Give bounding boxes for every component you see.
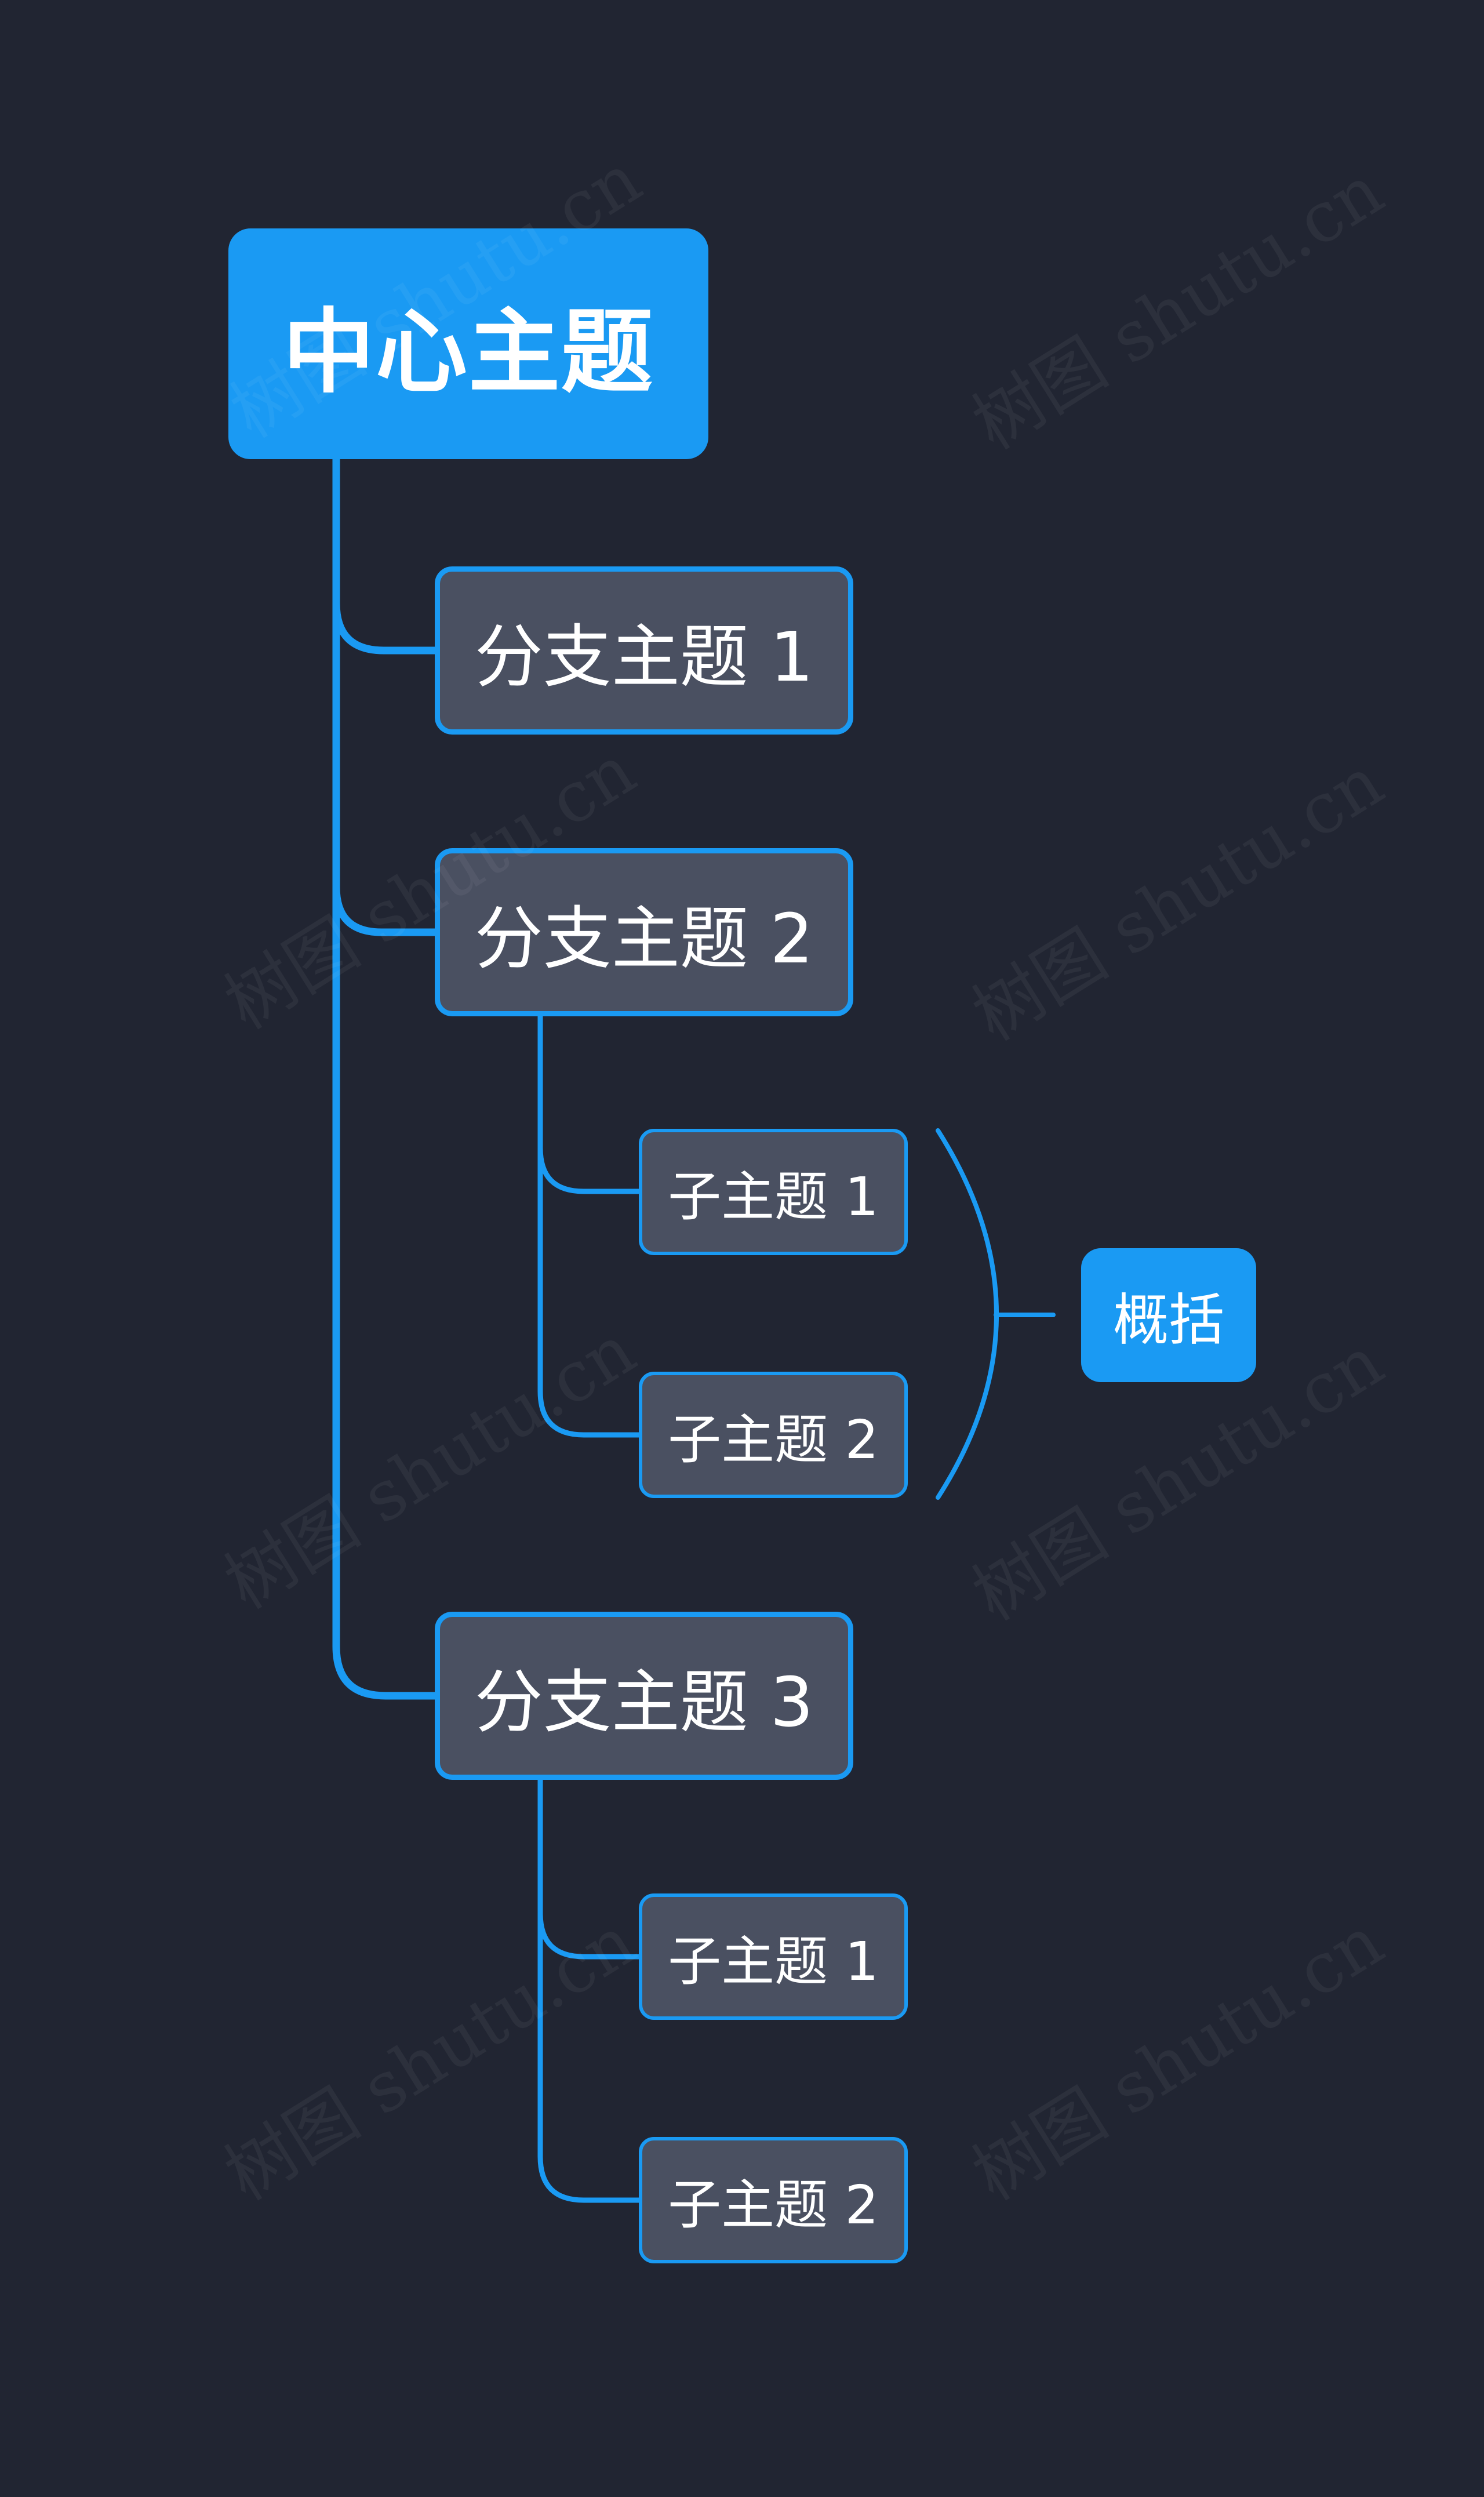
branch-topic-label: 分支主题 2 bbox=[474, 898, 814, 979]
summary-topic-label: 概括 bbox=[1113, 1288, 1224, 1353]
connector-root-branch-3 bbox=[332, 883, 439, 1700]
branch-3-subtopic-2[interactable]: 子主题 2 bbox=[639, 2137, 908, 2263]
branch-2-subtopic-2[interactable]: 子主题 2 bbox=[639, 1372, 908, 1498]
branch-3-subtopic-1[interactable]: 子主题 1 bbox=[639, 1893, 908, 2020]
subtopic-label: 子主题 1 bbox=[668, 1930, 879, 1993]
branch-topic-label: 分支主题 1 bbox=[474, 616, 814, 697]
connector-root-branch-1 bbox=[332, 455, 439, 655]
branch-topic-3[interactable]: 分支主题 3 bbox=[435, 1612, 853, 1780]
connector-branch-2-sub-1 bbox=[537, 1013, 642, 1194]
subtopic-label: 子主题 2 bbox=[668, 2173, 879, 2236]
summary-topic[interactable]: 概括 bbox=[1081, 1248, 1256, 1382]
branch-topic-label: 分支主题 3 bbox=[474, 1662, 814, 1742]
subtopic-label: 子主题 2 bbox=[668, 1408, 879, 1471]
branch-2-subtopic-1[interactable]: 子主题 1 bbox=[639, 1129, 908, 1255]
subtopic-label: 子主题 1 bbox=[668, 1165, 879, 1228]
branch-topic-1[interactable]: 分支主题 1 bbox=[435, 566, 853, 735]
central-topic[interactable]: 中心主题 bbox=[228, 228, 708, 459]
connector-branch-2-sub-2 bbox=[537, 1145, 642, 1438]
connector-branch-3-sub-2 bbox=[537, 1910, 642, 2203]
central-topic-label: 中心主题 bbox=[283, 299, 654, 406]
summary-bracket bbox=[936, 1128, 999, 1500]
branch-topic-2[interactable]: 分支主题 2 bbox=[435, 848, 853, 1016]
